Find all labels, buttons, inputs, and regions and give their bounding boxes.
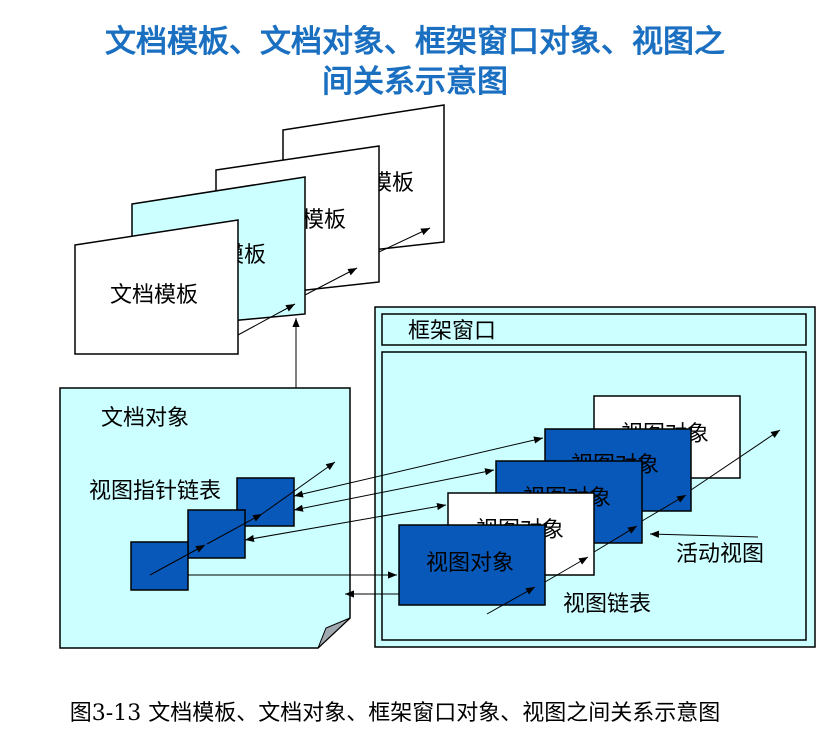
view-chain-arrow-4 bbox=[641, 494, 687, 522]
frame-window-title-bar bbox=[381, 313, 807, 346]
template-link-arrow-2 bbox=[304, 267, 358, 296]
view-chain-arrow-5 bbox=[690, 429, 781, 491]
document-object-fold bbox=[317, 617, 351, 649]
doc-view-links bbox=[188, 436, 544, 598]
figure-caption: 图3-13 文档模板、文档对象、框架窗口对象、视图之间关系示意图 bbox=[70, 701, 720, 726]
active-view-arrow bbox=[649, 530, 759, 538]
pointer-node-2 bbox=[187, 509, 246, 559]
title-line-1: 文档模板、文档对象、框架窗口对象、视图之 bbox=[105, 24, 725, 60]
view-chain-arrow-1 bbox=[486, 586, 536, 615]
template-card-front bbox=[74, 219, 239, 355]
doc-view-link-3 bbox=[244, 502, 447, 543]
template-link-arrow-1 bbox=[237, 303, 296, 336]
view-card-front-label: 视图对象 bbox=[426, 551, 514, 576]
title-line-2: 间关系示意图 bbox=[322, 64, 508, 100]
document-object: 文档对象 视图指针链表 bbox=[59, 387, 351, 649]
template-link-arrow-3 bbox=[378, 227, 431, 253]
frame-window: 框架窗口 视图对象 视图对象 视图对象 视图对象 视图对象 活动视图 视图链表 bbox=[374, 306, 816, 648]
template-stack: 模板 模板 模板 文档模板 bbox=[74, 104, 445, 355]
view-chain-arrow-3 bbox=[593, 525, 638, 553]
view-list-label: 视图链表 bbox=[563, 592, 651, 617]
template-card-3-label: 模板 bbox=[302, 208, 346, 233]
view-pointer-list-label: 视图指针链表 bbox=[89, 479, 221, 504]
pointer-chain-arrow-1 bbox=[149, 544, 206, 576]
frame-window-label: 框架窗口 bbox=[408, 319, 496, 344]
document-object-label: 文档对象 bbox=[101, 406, 189, 431]
active-view-label: 活动视图 bbox=[676, 542, 764, 567]
template-card-front-label: 文档模板 bbox=[110, 283, 198, 308]
view-chain-arrow-2 bbox=[544, 556, 589, 583]
pointer-node-3 bbox=[130, 541, 189, 591]
